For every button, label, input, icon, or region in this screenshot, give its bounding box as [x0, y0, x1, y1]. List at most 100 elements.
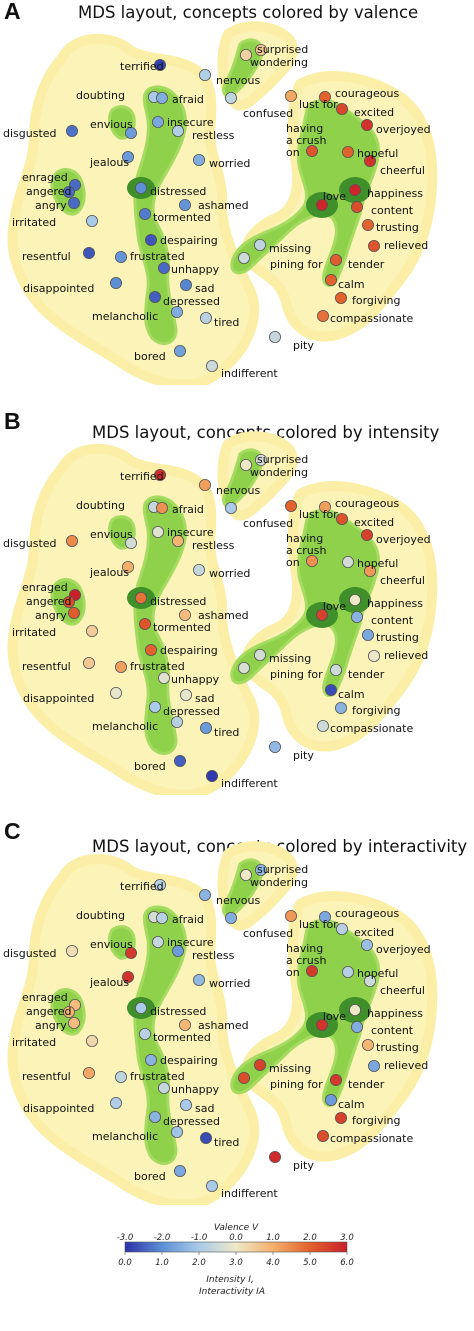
point-nervous — [198, 479, 211, 492]
point-nervous — [198, 69, 211, 82]
point-label-bored: bored — [134, 350, 166, 363]
point-depressed — [148, 290, 161, 303]
point-label-love: love — [323, 190, 346, 203]
point-label-melancholic: melancholic — [92, 720, 158, 733]
point-tormented — [138, 617, 151, 630]
point-label-enraged: enraged — [22, 581, 68, 594]
point-confused — [224, 92, 237, 105]
point-label-courageous: courageous — [335, 87, 399, 100]
point-restless — [171, 125, 184, 138]
point-label-having-a-crush-on: having — [286, 942, 323, 955]
point-lust-for — [284, 500, 297, 513]
point-label-pining-for: pining for — [270, 258, 323, 271]
cluster-background — [7, 21, 438, 385]
point-label-angry: angry — [35, 609, 67, 622]
point-label-pining-for: pining for — [270, 1078, 323, 1091]
point-label-nervous: nervous — [216, 74, 260, 87]
point-melancholic — [170, 1125, 183, 1138]
point-label-lust-for: lust for — [299, 98, 338, 111]
point-label-angry: angry — [35, 199, 67, 212]
point-label-having-a-crush-on: on — [286, 556, 300, 569]
point-label-trusting: trusting — [376, 631, 419, 644]
point-label-pity: pity — [293, 1159, 314, 1172]
point-label-forgiving: forgiving — [352, 1114, 401, 1127]
point-label-bored: bored — [134, 1170, 166, 1183]
point-label-tender: tender — [348, 668, 385, 681]
colorbar-bottom-tick: 0.0 — [118, 1258, 132, 1268]
point-label-excited: excited — [354, 106, 394, 119]
point-label-insecure: insecure — [167, 116, 214, 129]
point-label-love: love — [323, 600, 346, 613]
point-label-tired: tired — [214, 726, 239, 739]
point-label-disgusted: disgusted — [3, 947, 57, 960]
cluster-core — [230, 99, 380, 288]
point-label-having-a-crush-on: having — [286, 532, 323, 545]
point-courageous — [318, 911, 331, 924]
point-label-overjoyed: overjoyed — [376, 943, 431, 956]
point-tender — [329, 253, 342, 266]
point-lust-for — [284, 910, 297, 923]
point-angry — [68, 606, 81, 619]
point-label-worried: worried — [209, 977, 250, 990]
colorbar-top-tick: -2.0 — [154, 1233, 171, 1243]
point-label-happiness: happiness — [367, 187, 423, 200]
point-label-hopeful: hopeful — [357, 147, 398, 160]
panel-letter: C — [4, 818, 21, 844]
point-bored — [173, 754, 186, 767]
point-melancholic — [170, 305, 183, 318]
point-label-disgusted: disgusted — [3, 537, 57, 550]
point-frustrated — [115, 660, 128, 673]
point-trusting — [361, 1038, 374, 1051]
cluster-core — [230, 509, 380, 698]
colorbar-top-tick: 0.0 — [229, 1233, 243, 1243]
point-insecure — [151, 116, 164, 129]
point-sad — [179, 1098, 192, 1111]
point-disappointed — [110, 276, 123, 289]
point-label-having-a-crush-on: a crush — [286, 134, 327, 147]
point-content — [350, 1020, 363, 1033]
point-angered — [63, 1005, 76, 1018]
point-label-terrified: terrified — [120, 470, 164, 483]
point-label-insecure: insecure — [167, 526, 214, 539]
point-missing — [253, 238, 266, 251]
mds-plot: terrifiedsurprisedwonderingnervousdoubti… — [3, 841, 438, 1205]
point-tender — [329, 663, 342, 676]
point-label-afraid: afraid — [172, 93, 204, 106]
point-label-having-a-crush-on: on — [286, 966, 300, 979]
point-label-doubting: doubting — [76, 499, 125, 512]
point-envious — [125, 537, 138, 550]
point-label-cheerful: cheerful — [380, 574, 425, 587]
point-label-excited: excited — [354, 516, 394, 529]
point-label-envious: envious — [90, 938, 133, 951]
point-label-worried: worried — [209, 157, 250, 170]
point-compassionate — [316, 1129, 329, 1142]
point-hopeful — [341, 555, 354, 568]
point-label-missing: missing — [269, 242, 311, 255]
point-jealous — [122, 970, 135, 983]
point-label-compassionate: compassionate — [330, 722, 413, 735]
point-sad — [179, 278, 192, 291]
point-afraid — [155, 502, 168, 515]
point-happiness — [348, 1003, 361, 1016]
point-label-sad: sad — [195, 692, 214, 705]
point-unhappy — [157, 671, 170, 684]
point-envious — [125, 947, 138, 960]
point-depressed — [148, 1110, 161, 1123]
point-label-courageous: courageous — [335, 907, 399, 920]
point-surprised — [239, 49, 252, 62]
point-missing — [253, 648, 266, 661]
point-tired — [199, 311, 212, 324]
colorbar-bottom-tick: 4.0 — [266, 1258, 280, 1268]
point-ashamed — [178, 608, 191, 621]
point-label-jealous: jealous — [89, 976, 129, 989]
point-label-tormented: tormented — [153, 621, 211, 634]
point-label-calm: calm — [338, 278, 365, 291]
point-label-depressed: depressed — [163, 705, 220, 718]
point-label-tender: tender — [348, 1078, 385, 1091]
point-calm — [324, 1093, 337, 1106]
point-label-tender: tender — [348, 258, 385, 271]
point-label-sad: sad — [195, 1102, 214, 1115]
point-irritated — [86, 1034, 99, 1047]
colorbar-subtitle-intensity: Intensity I, — [206, 1275, 254, 1285]
